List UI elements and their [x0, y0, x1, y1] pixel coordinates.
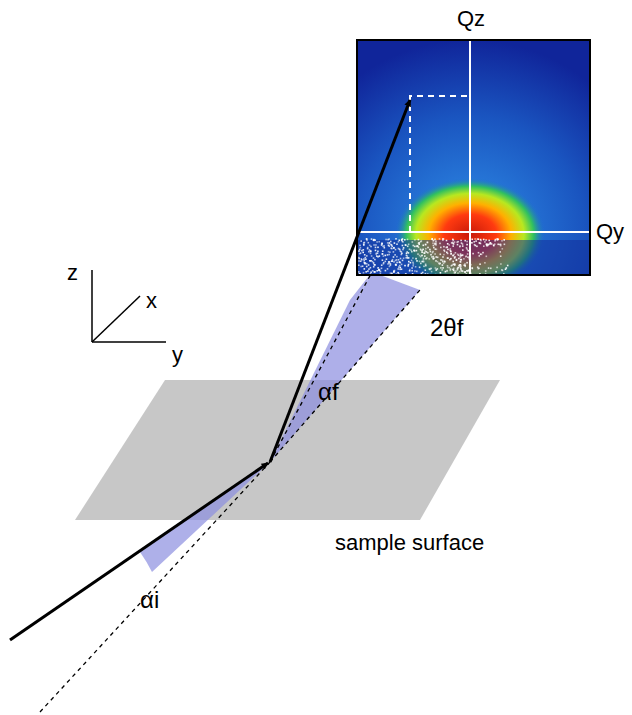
axis-label: Qz [457, 8, 485, 30]
axis-label: z [67, 262, 78, 284]
angle-label: αf [318, 380, 339, 404]
detector-frame [357, 40, 590, 275]
beams [10, 100, 410, 640]
caption-label: sample surface [335, 532, 484, 554]
angle-label: αi [140, 588, 159, 612]
axis-label: Qy [596, 221, 624, 243]
detector-image [357, 40, 590, 275]
guide-lines [40, 272, 420, 712]
axis-label: y [172, 344, 183, 366]
angle-label: 2θf [430, 316, 463, 340]
axis-label: x [146, 290, 157, 312]
axes [92, 270, 166, 342]
angle-wedges [140, 272, 420, 572]
sample-plane [75, 380, 500, 520]
